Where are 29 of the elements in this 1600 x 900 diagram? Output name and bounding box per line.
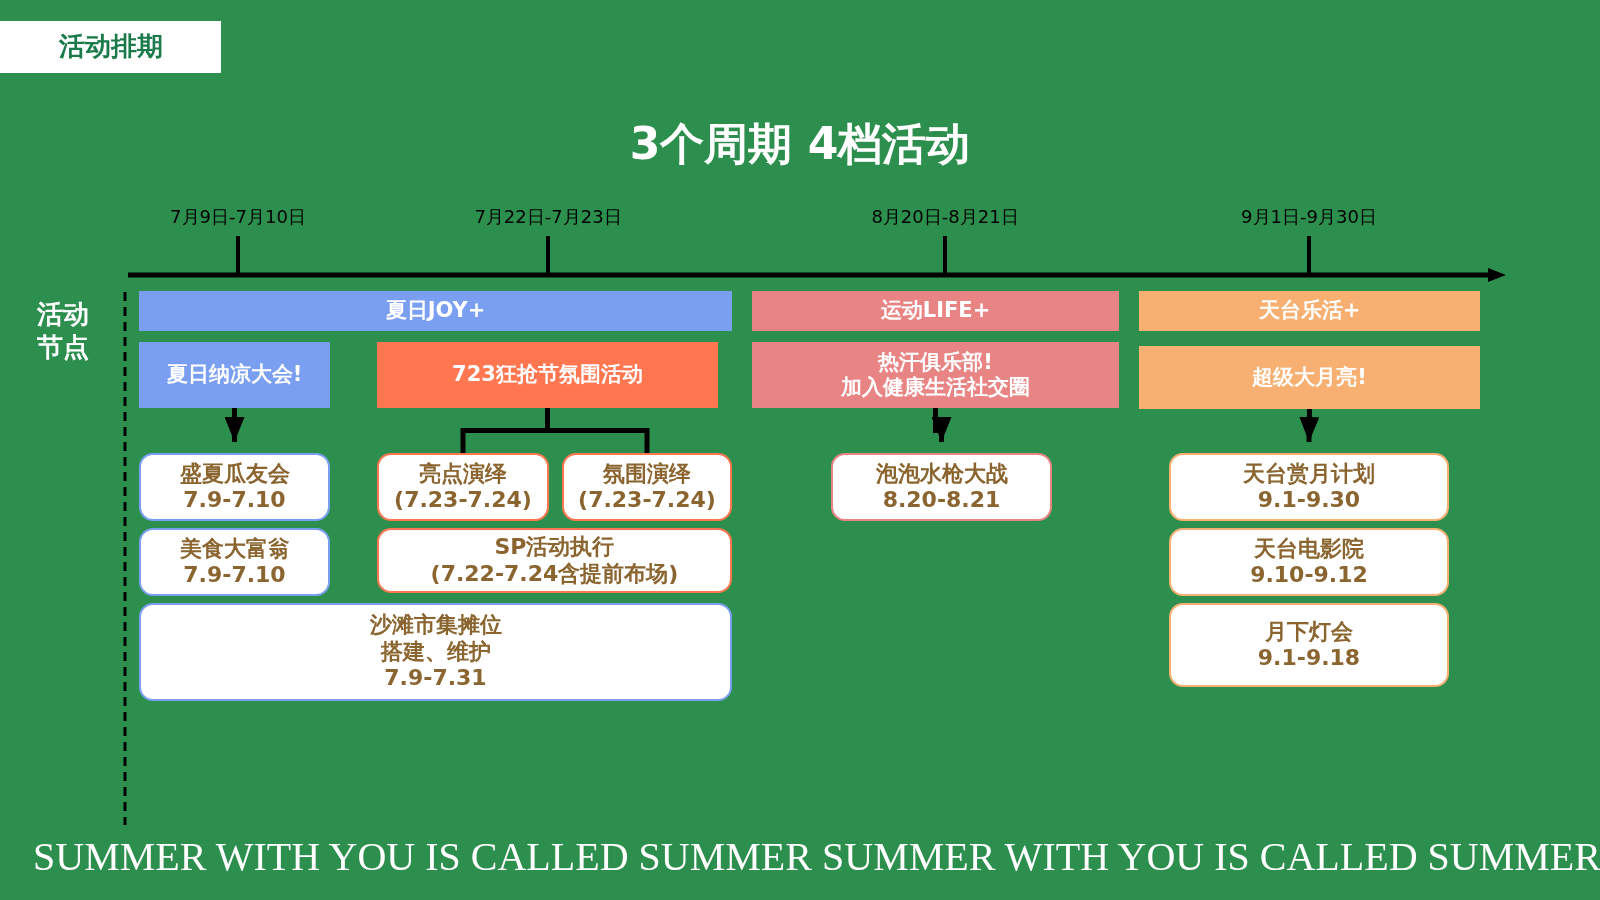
arrow (1299, 408, 1320, 443)
theme-band: 夏日JOY+ (139, 291, 732, 331)
date-label: 9月1日-9月30日 (1241, 205, 1377, 229)
activity-box: 723狂抢节氛围活动 (377, 342, 718, 408)
event-card: 亮点演绎 (7.23-7.24) (377, 453, 549, 521)
activity-box: 超级大月亮! (1139, 346, 1480, 409)
activity-box: 夏日纳凉大会! (139, 342, 330, 408)
date-label: 7月22日-7月23日 (474, 205, 622, 229)
theme-band: 天台乐活+ (1139, 291, 1480, 331)
bracket-connector (545, 408, 650, 453)
event-card: 盛夏瓜友会 7.9-7.10 (139, 453, 330, 521)
event-card: 美食大富翁 7.9-7.10 (139, 528, 330, 596)
arrow (931, 408, 952, 442)
event-card: 月下灯会 9.1-9.18 (1169, 603, 1449, 687)
date-label: 7月9日-7月10日 (170, 205, 306, 229)
event-card: 氛围演绎 (7.23-7.24) (562, 453, 732, 521)
theme-band: 运动LIFE+ (752, 291, 1119, 331)
activity-box: 热汗俱乐部! 加入健康生活社交圈 (752, 342, 1119, 408)
row-label: 活动节点 (37, 298, 90, 363)
diagram-title: 3个周期 4档活动 (629, 118, 971, 169)
slogan-text: SUMMER WITH YOU IS CALLED SUMMER (33, 833, 812, 880)
event-card: 天台赏月计划 9.1-9.30 (1169, 453, 1449, 521)
arrow (224, 408, 245, 442)
section-tag: 活动排期 (0, 21, 221, 73)
event-card: 沙滩市集摊位 搭建、维护 7.9-7.31 (139, 603, 732, 701)
event-card: 泡泡水枪大战 8.20-8.21 (831, 453, 1052, 521)
event-card: 天台电影院 9.10-9.12 (1169, 528, 1449, 596)
event-card: SP活动执行 (7.22-7.24含提前布场) (377, 528, 732, 593)
date-label: 8月20日-8月21日 (871, 205, 1019, 229)
